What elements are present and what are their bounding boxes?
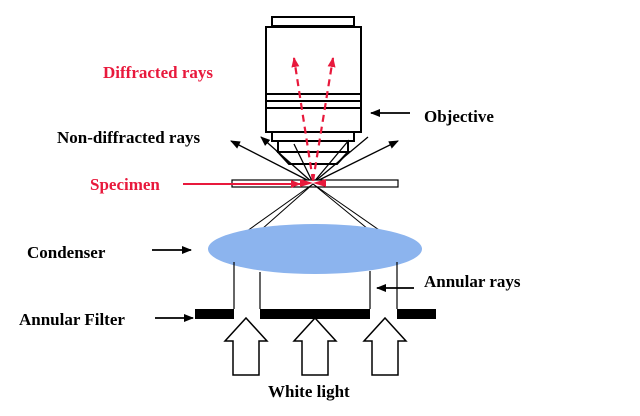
light-arrow-left bbox=[223, 316, 269, 376]
non-diffracted-rays bbox=[230, 136, 399, 184]
annular-rays bbox=[233, 262, 398, 309]
label-pointers bbox=[152, 109, 414, 322]
light-arrow-right bbox=[362, 316, 408, 376]
condenser-lens bbox=[208, 224, 422, 274]
light-arrow-center bbox=[292, 316, 338, 376]
annular-rays-label: Annular rays bbox=[424, 272, 521, 291]
specimen-label: Specimen bbox=[90, 175, 160, 194]
diffracted-rays-label: Diffracted rays bbox=[103, 63, 213, 82]
annular-filter bbox=[195, 309, 436, 319]
white-light-arrows bbox=[223, 316, 408, 376]
objective-top-cap bbox=[271, 16, 355, 27]
non-diffracted-rays-label: Non-diffracted rays bbox=[57, 128, 200, 147]
objective-label: Objective bbox=[424, 107, 494, 126]
white-light-label: White light bbox=[268, 382, 350, 401]
objective-lens bbox=[265, 16, 362, 165]
annular-filter-label: Annular Filter bbox=[19, 310, 125, 329]
condenser-label: Condenser bbox=[27, 243, 106, 262]
diffracted-rays bbox=[291, 57, 336, 182]
specimen-focus-mark bbox=[300, 179, 326, 187]
